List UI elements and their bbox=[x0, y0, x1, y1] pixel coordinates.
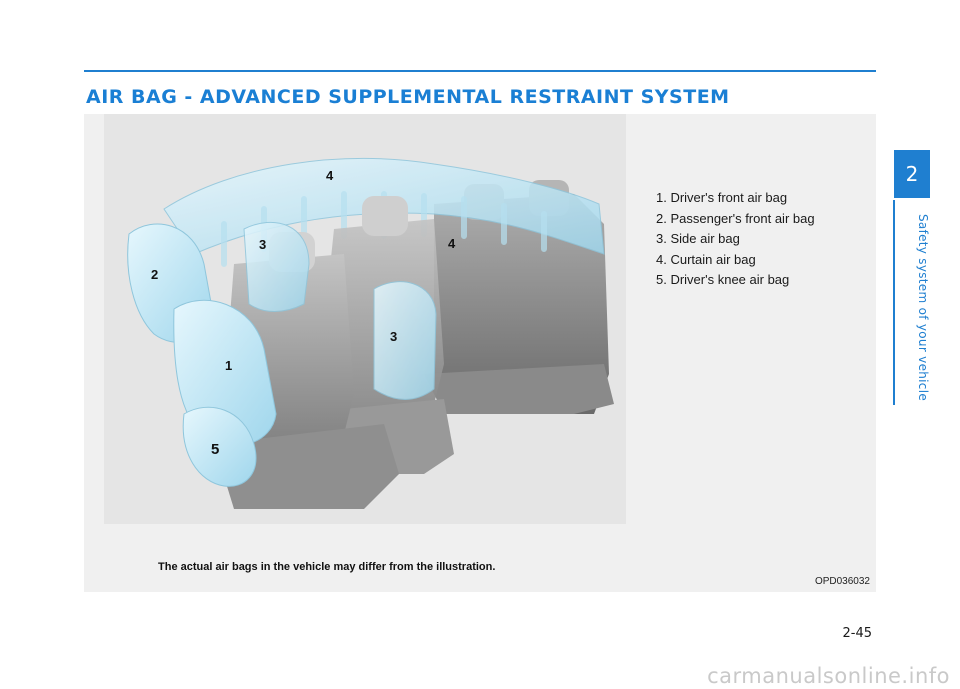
page-title: AIR BAG - ADVANCED SUPPLEMENTAL RESTRAIN… bbox=[86, 86, 730, 108]
airbag-legend: 1. Driver's front air bag 2. Passenger's… bbox=[656, 188, 815, 291]
callout-2: 2 bbox=[151, 267, 158, 282]
airbag-figure: 4 3 4 2 3 1 5 1. Driver's front air bag … bbox=[84, 114, 876, 592]
figure-caption: The actual air bags in the vehicle may d… bbox=[158, 561, 496, 573]
legend-item: 4. Curtain air bag bbox=[656, 251, 756, 267]
sidebar-rule bbox=[893, 200, 895, 405]
car-seats-airbags-drawing: 4 3 4 2 3 1 5 bbox=[127, 157, 614, 509]
watermark-bar: carmanualsonline.info bbox=[0, 664, 960, 689]
header-rule bbox=[84, 70, 876, 72]
callout-3-left: 3 bbox=[259, 237, 266, 252]
legend-item: 3. Side air bag bbox=[656, 231, 740, 246]
legend-item: 1. Driver's front air bag bbox=[656, 190, 788, 205]
airbag-illustration: 4 3 4 2 3 1 5 bbox=[104, 114, 626, 524]
callout-5: 5 bbox=[211, 441, 219, 458]
page-number: 2-45 bbox=[842, 626, 872, 641]
chapter-title: Safety system of your vehicle bbox=[916, 214, 930, 402]
chapter-tab: 2 bbox=[894, 150, 930, 198]
callout-1: 1 bbox=[225, 358, 232, 373]
callout-4-right: 4 bbox=[448, 236, 456, 251]
legend-item: 5. Driver's knee air bag bbox=[656, 272, 790, 287]
callout-4-top: 4 bbox=[326, 168, 334, 183]
watermark-text: carmanualsonline.info bbox=[707, 664, 950, 688]
callout-3-right: 3 bbox=[390, 329, 397, 344]
legend-item: 2. Passenger's front air bag bbox=[656, 210, 815, 226]
figure-code: OPD036032 bbox=[814, 576, 870, 587]
